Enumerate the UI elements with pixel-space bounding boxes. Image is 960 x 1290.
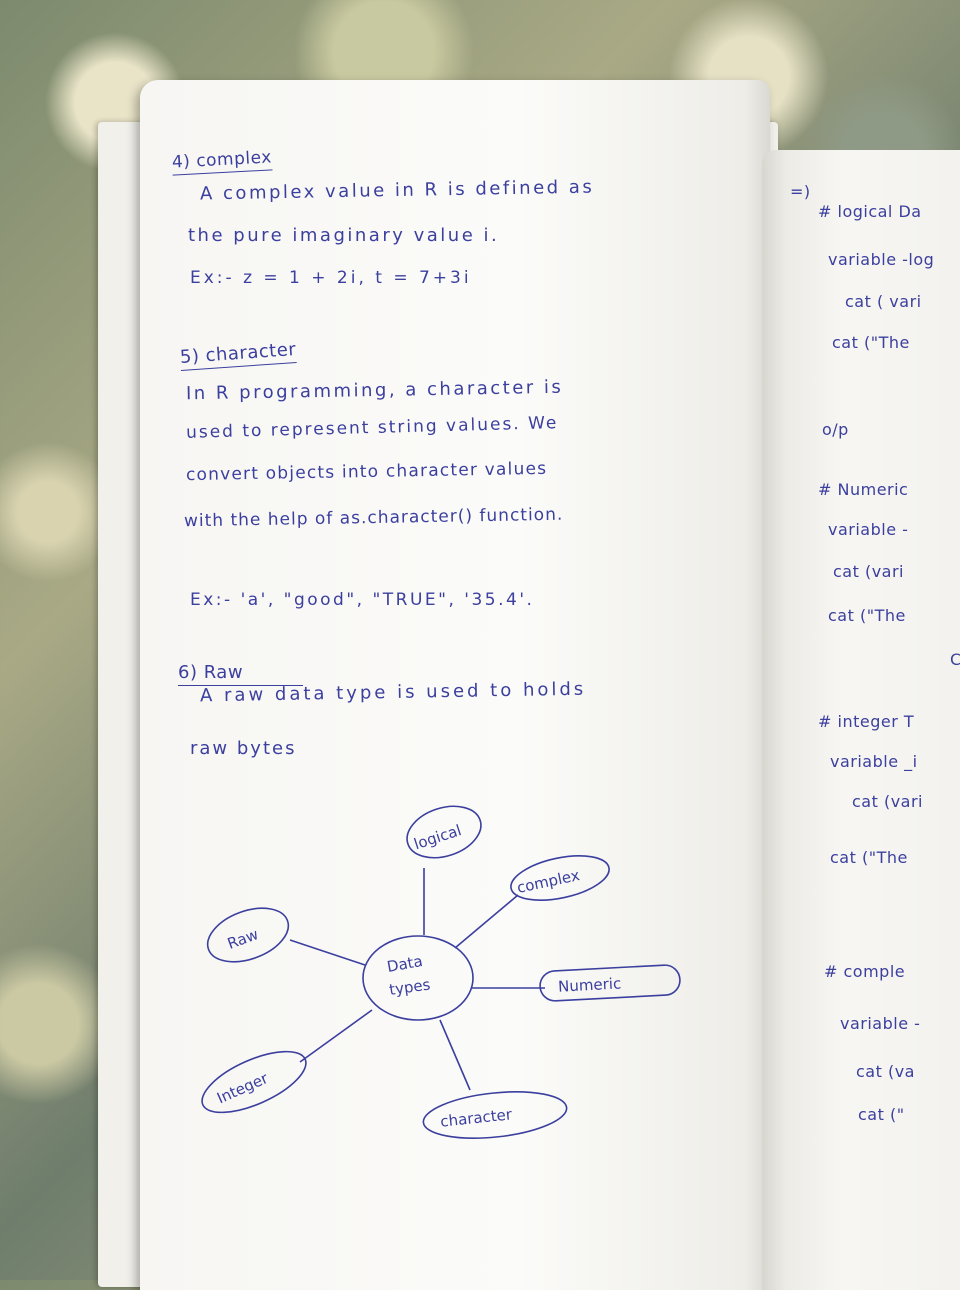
raw-node-outline bbox=[206, 907, 290, 963]
spoke-raw bbox=[289, 939, 366, 966]
section-6-heading: 6) Raw bbox=[178, 662, 304, 686]
right-page-line: cat ("The bbox=[830, 848, 908, 867]
spoke-integer bbox=[299, 1009, 373, 1063]
right-page-line: # Numeric bbox=[818, 480, 909, 499]
numeric-node-label: Numeric bbox=[558, 974, 622, 995]
section-6-line-2: raw bytes bbox=[190, 738, 297, 759]
right-page-line: o/p bbox=[822, 420, 849, 439]
right-page-line: variable _i bbox=[830, 752, 918, 771]
logical-node-outline bbox=[406, 805, 482, 859]
right-page-line: cat (vari bbox=[852, 792, 923, 811]
right-page-line: variable - bbox=[828, 520, 909, 539]
right-page-line: # logical Da bbox=[818, 202, 922, 221]
character-node-outline bbox=[422, 1091, 568, 1139]
right-page-arrow: =) bbox=[790, 182, 811, 201]
right-page-line: cat (vari bbox=[833, 562, 904, 581]
center-node-label-2: types bbox=[388, 975, 432, 999]
section-5-example: Ex:- 'a', "good", "TRUE", '35.4'. bbox=[190, 590, 535, 610]
right-page-line: variable -log bbox=[828, 250, 935, 269]
center-node-label-1: Data bbox=[386, 952, 424, 976]
numeric-node-outline bbox=[539, 964, 681, 1002]
spoke-complex bbox=[454, 894, 519, 949]
complex-node-outline bbox=[510, 855, 610, 901]
character-node-label: character bbox=[439, 1105, 513, 1130]
right-page-line: cat ("The bbox=[828, 606, 906, 625]
right-page-line: cat ( vari bbox=[845, 292, 922, 311]
right-page-line: # comple bbox=[824, 962, 906, 981]
logical-node-label: logical bbox=[412, 821, 464, 853]
right-page bbox=[762, 150, 960, 1290]
right-page-line: cat (va bbox=[856, 1062, 915, 1081]
spoke-character bbox=[439, 1019, 471, 1091]
raw-node-label: Raw bbox=[225, 925, 261, 953]
right-page-line: cat ("The bbox=[832, 333, 910, 352]
right-page-line: C bbox=[950, 650, 960, 669]
center-node-outline bbox=[362, 935, 474, 1021]
right-page-line: cat (" bbox=[858, 1105, 905, 1124]
right-page-line: # integer T bbox=[818, 712, 915, 731]
right-page-line: variable - bbox=[840, 1014, 921, 1033]
integer-node-outline bbox=[201, 1050, 307, 1114]
section-4-example: Ex:- z = 1 + 2i, t = 7+3i bbox=[190, 268, 472, 288]
section-4-line-2: the pure imaginary value i. bbox=[188, 225, 500, 246]
